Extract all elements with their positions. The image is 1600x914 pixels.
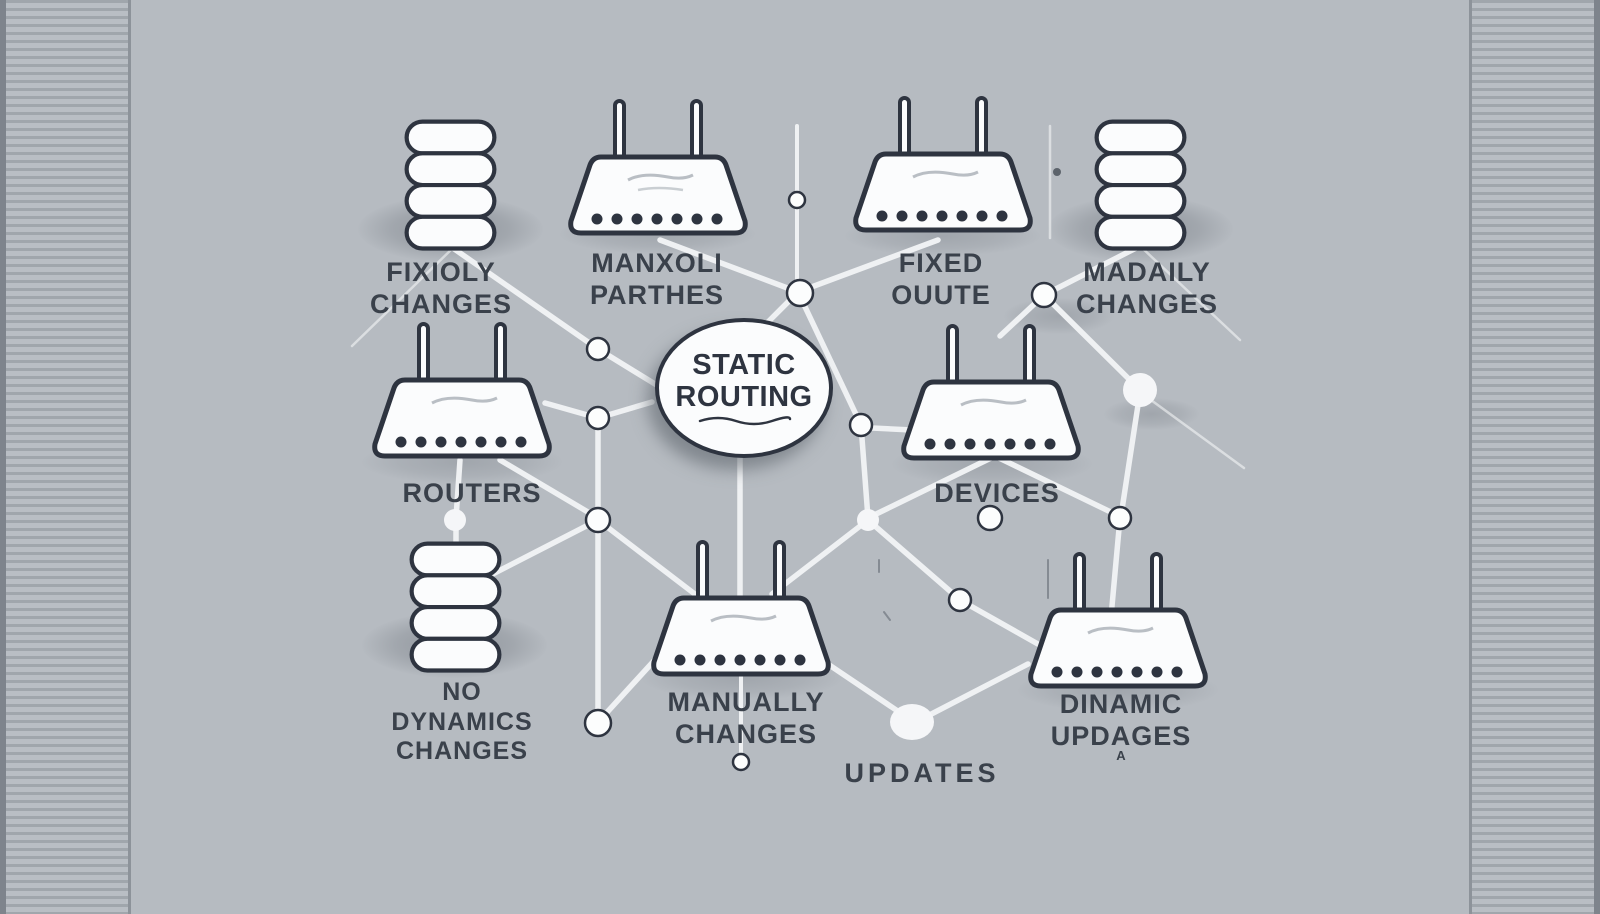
label-manually-changes: MANUALLY CHANGES: [667, 687, 825, 750]
database-top-left: [398, 116, 503, 256]
database-icon: [409, 541, 502, 673]
router-icon: [853, 96, 1033, 233]
label-fixioly-changes: FIXIOLY CHANGES: [369, 257, 513, 320]
label-routers: ROUTERS: [402, 478, 542, 508]
router-icon: [1028, 552, 1208, 689]
router-icon: [372, 322, 552, 459]
static-routing-title: STATIC ROUTING: [675, 349, 813, 413]
router-bottom-center: [636, 536, 846, 686]
label-dinamic-updages: DINAMIC UPDAGES: [1050, 689, 1192, 752]
database-top-right: [1088, 116, 1193, 256]
router-icon: [901, 324, 1081, 461]
router-mid-left: [357, 318, 567, 468]
database-bottom-left: [403, 538, 508, 678]
label-no-dynamics-changes: NO DYNAMICS CHANGES: [391, 678, 533, 765]
static-routing-ellipse: STATIC ROUTING: [655, 318, 833, 458]
label-madaily-changes: MADAILY CHANGES: [1075, 257, 1219, 320]
underline-squiggle: [698, 416, 792, 426]
network-nodes: [444, 168, 1157, 772]
router-bottom-right: [1013, 548, 1223, 698]
router-icon: [568, 99, 748, 236]
label-manxoli-parthes: MANXOLI PARTHES: [589, 248, 725, 311]
label-small-a: A: [1116, 748, 1126, 763]
database-icon: [1094, 119, 1187, 251]
database-icon: [404, 119, 497, 251]
left-stripe-band: [0, 0, 131, 914]
router-icon: [651, 540, 831, 677]
router-top-right: [838, 92, 1048, 242]
right-stripe-band: [1469, 0, 1600, 914]
router-mid-right: [886, 320, 1096, 470]
label-fixed-ouute: FIXED OUUTE: [891, 248, 991, 311]
label-updates: UPDATES: [844, 758, 1000, 788]
router-top-left: [553, 95, 763, 245]
label-devices: DEVICES: [934, 478, 1060, 508]
